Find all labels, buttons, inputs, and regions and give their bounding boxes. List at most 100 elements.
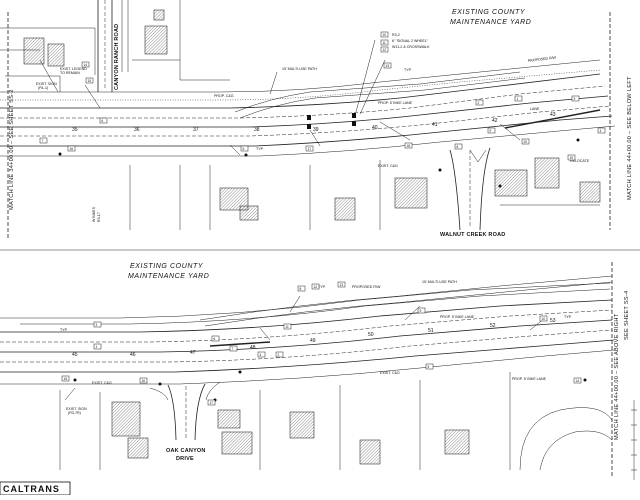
- station-label: 40: [372, 125, 378, 131]
- logo-text: CALTRANS: [3, 484, 60, 494]
- callout: 15: [61, 375, 70, 382]
- note-prop-bike-lane: PROP. 5' BIKE LANE: [378, 101, 413, 105]
- yard-label-line1: EXISTING COUNTY: [130, 263, 204, 270]
- callouts-lower: 1 2 3 4 5 6 7 8 9 10 11 12 13 14 15 16 1…: [61, 281, 582, 406]
- svg-text:1: 1: [517, 97, 519, 101]
- callout: 11: [283, 323, 292, 330]
- yard-label-line1: EXISTING COUNTY: [452, 9, 526, 16]
- callout: 5: [425, 363, 434, 370]
- svg-text:11: 11: [383, 41, 387, 45]
- note-multi-use-path: 15' MULTI-USE PATH: [422, 280, 457, 284]
- note-typ: TYP.: [564, 315, 572, 319]
- callout: 17: [207, 399, 216, 406]
- lower-roadway: [0, 275, 615, 385]
- note-multi-use-path: 15' MULTI-USE PATH: [282, 67, 317, 71]
- sign-post: [238, 370, 242, 374]
- svg-text:6: 6: [102, 119, 104, 123]
- svg-text:9: 9: [420, 309, 422, 313]
- house-footprint: [111, 401, 141, 437]
- svg-text:16: 16: [142, 379, 146, 383]
- svg-text:8: 8: [457, 145, 459, 149]
- svg-text:8: 8: [300, 287, 302, 291]
- station-label: 47: [190, 350, 196, 356]
- road-label-walnut-creek: WALNUT CREEK ROAD: [440, 232, 505, 238]
- svg-text:10: 10: [383, 33, 387, 37]
- note-typ: TYP.: [404, 68, 412, 72]
- callout: 10: [380, 31, 389, 38]
- callout: 9: [417, 307, 426, 314]
- sign-post: [307, 124, 311, 129]
- callout: 6: [211, 335, 220, 342]
- sign-posts-upper: [58, 113, 580, 188]
- callout: 13: [383, 62, 392, 69]
- house-footprint: [444, 429, 470, 455]
- sign-post: [352, 113, 356, 118]
- note-exist-sign: EXIST. SIGN: [66, 407, 87, 411]
- callout: 3: [571, 95, 580, 102]
- station-label: 38: [254, 127, 260, 133]
- house-footprint: [219, 187, 249, 211]
- svg-text:10: 10: [542, 317, 546, 321]
- house-footprint: [23, 37, 45, 65]
- upper-lower-parcels: [129, 157, 601, 230]
- sign-post: [576, 138, 580, 142]
- svg-text:9: 9: [490, 129, 492, 133]
- svg-text:16: 16: [70, 147, 74, 151]
- svg-text:12: 12: [383, 48, 387, 52]
- note-proposed-row: PROPOSED R/W: [528, 55, 557, 62]
- svg-text:12: 12: [314, 285, 318, 289]
- svg-text:11: 11: [286, 325, 290, 329]
- svg-text:7: 7: [232, 347, 234, 351]
- house-footprint: [47, 43, 65, 67]
- sign-post: [58, 152, 62, 156]
- callout: 1: [93, 343, 102, 350]
- station-label: 41: [432, 122, 438, 128]
- house-footprint: [217, 409, 241, 429]
- yard-label-line2: MAINTENANCE YARD: [450, 19, 531, 26]
- sign-post: [498, 184, 502, 188]
- svg-text:14: 14: [576, 379, 580, 383]
- callout: 16: [139, 377, 148, 384]
- note-sign-code: (R1-1): [38, 86, 48, 90]
- svg-text:5: 5: [243, 147, 245, 151]
- note-signal: 6' "SIGNAL 2 WHEEL": [392, 39, 429, 43]
- station-label: 39: [313, 127, 319, 133]
- callout: 20: [521, 138, 530, 145]
- note-prop-cg: PROP. C&G: [214, 94, 234, 98]
- sign-post: [244, 153, 248, 157]
- yard-label-line2: MAINTENANCE YARD: [128, 273, 209, 280]
- match-line-right-label: MATCH LINE 44+00.00 – SEE ABOVE RIGHT: [614, 313, 620, 440]
- callout: 14: [81, 61, 90, 68]
- oak-canyon-drive: [149, 381, 221, 441]
- callout: 9: [487, 127, 496, 134]
- callout: 7: [39, 137, 48, 144]
- station-label: 43: [550, 112, 556, 118]
- callout: 1: [514, 95, 523, 102]
- station-label: 51: [428, 328, 434, 334]
- sign-post: [438, 168, 442, 172]
- callout: 2: [275, 351, 284, 358]
- house-footprint: [579, 181, 601, 203]
- station-label: 52: [490, 323, 496, 329]
- note-typ: TYP.: [60, 328, 68, 332]
- svg-text:13: 13: [340, 283, 344, 287]
- note-typ: TYP.: [318, 285, 326, 289]
- callout: 16: [67, 145, 76, 152]
- svg-text:5: 5: [428, 365, 430, 369]
- svg-text:2: 2: [278, 353, 280, 357]
- sign-post: [352, 121, 356, 126]
- house-footprint: [144, 25, 168, 55]
- svg-text:20: 20: [524, 140, 528, 144]
- sign-post: [73, 378, 77, 382]
- note-exist-cg: EXIST. C&G: [380, 371, 400, 375]
- callout: 19: [567, 154, 576, 161]
- callout: 8: [297, 285, 306, 292]
- road-label-oak-canyon-1: OAK CANYON: [166, 448, 206, 454]
- upper-panel: 35 36 37 38 39 40 41 42 43 CANYON RANCH …: [0, 0, 633, 240]
- svg-text:2: 2: [478, 101, 480, 105]
- callout: 6: [99, 117, 108, 124]
- note-exist-sign: EXIST. SIGN: [36, 82, 57, 86]
- svg-text:15: 15: [88, 79, 92, 83]
- house-footprint: [239, 205, 259, 221]
